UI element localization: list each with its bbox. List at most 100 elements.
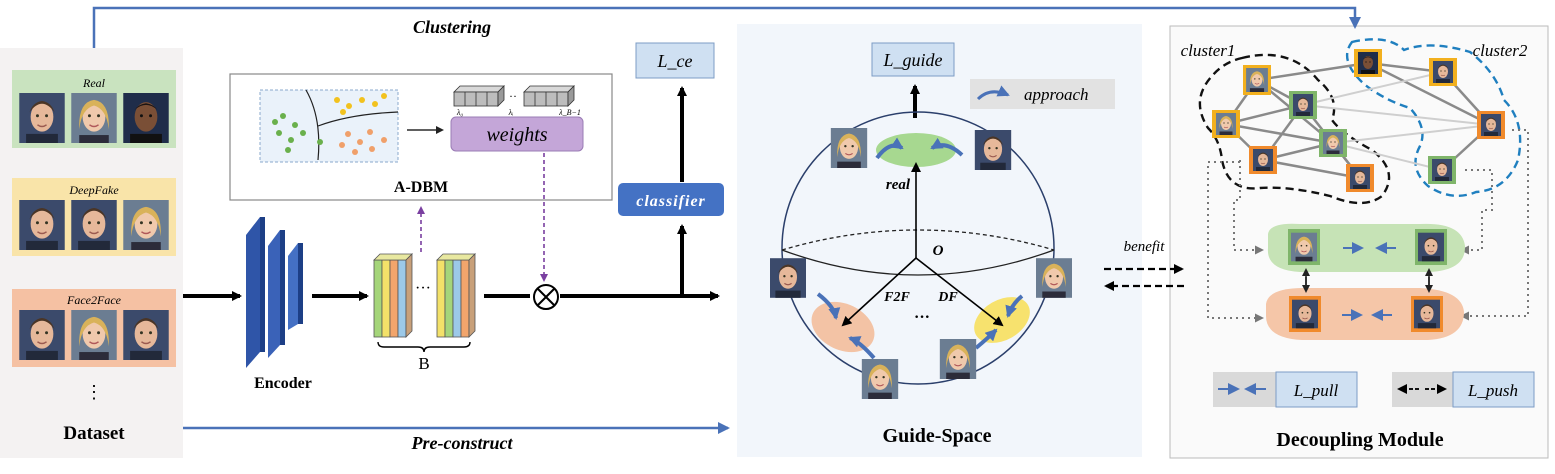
origin-label: O: [933, 243, 944, 259]
face-image: [18, 200, 66, 250]
vector-f2f: [841, 257, 917, 327]
graph-node-green: [1289, 91, 1317, 119]
clustering-label: Clustering: [413, 17, 491, 37]
face-image: [70, 310, 118, 360]
feature-ellipsis: ···: [415, 280, 431, 297]
graph-node-green: [1319, 129, 1347, 157]
graph-node-orange: [1243, 65, 1271, 95]
pull-legend-box: [1275, 371, 1358, 408]
dataset-ellipsis: ⋮: [85, 382, 103, 402]
f2f-label: F2F: [883, 290, 910, 305]
face-image: [939, 339, 977, 379]
lambda-vector-left: [453, 85, 505, 107]
cluster-points-green: [272, 113, 323, 153]
graph-node-orange: [1477, 111, 1505, 139]
face-image: [1036, 258, 1072, 298]
cluster-points-yellow: [334, 93, 387, 115]
face-image: [122, 200, 170, 250]
dataset-group-real: Real: [12, 70, 176, 148]
approach-arrow: [930, 137, 964, 157]
lambda-label-last: λ_B−1: [558, 108, 581, 117]
encoder-label: Encoder: [254, 375, 312, 392]
loss-ce-box: [635, 42, 715, 79]
guide-space-title: Guide-Space: [883, 425, 992, 447]
graph-node-orange: [1411, 296, 1443, 332]
approach-arrow: [875, 137, 904, 160]
connector-to-real-group: [1460, 169, 1493, 255]
guide-ellipsis: ···: [914, 309, 930, 326]
face-image: [122, 310, 170, 360]
lambda-vector-right: [523, 85, 575, 107]
classifier-box: [618, 183, 724, 216]
face-image: [830, 128, 868, 168]
benefit-label: benefit: [1124, 239, 1166, 255]
approach-legend: [970, 79, 1115, 109]
df-label: DF: [937, 290, 958, 305]
approach-arrow: [848, 336, 876, 360]
push-legend-label: L_push: [1467, 381, 1518, 400]
feature-stack-right: [436, 253, 476, 338]
feature-brace: [377, 341, 471, 353]
approach-legend-icon: [976, 85, 1010, 101]
face-image: [123, 93, 169, 143]
graph-node-green: [1428, 156, 1456, 184]
approach-arrow: [1005, 294, 1024, 318]
classifier-label: classifier: [636, 193, 706, 210]
graph-node-yellow: [1429, 58, 1457, 86]
adbm-cluster-plot: [259, 89, 399, 163]
face-image: [770, 258, 806, 298]
graph-node-orange: [1249, 146, 1277, 174]
face-image: [70, 200, 118, 250]
cluster2-outline: [1345, 38, 1522, 198]
dataset-deepfake-label: DeepFake: [68, 183, 119, 197]
dataset-title: Dataset: [63, 423, 125, 444]
dataset-real-label: Real: [82, 76, 106, 90]
pre-construct-label: Pre-construct: [411, 433, 514, 453]
lambda-label-i: λᵢ: [508, 108, 514, 117]
cluster1-outline: [1198, 53, 1391, 205]
connector-to-fake-group: [1460, 129, 1529, 321]
feature-brace-label: B: [418, 354, 429, 373]
connector-to-fake-group: [1207, 161, 1264, 323]
encoder-block: [246, 217, 303, 368]
lambda-ellipsis: ··: [509, 89, 517, 103]
feature-stack-left: [373, 253, 413, 338]
cluster-points-orange: [339, 129, 387, 155]
dataset-face2face-label: Face2Face: [66, 293, 122, 307]
cluster2-label: cluster2: [1473, 41, 1528, 60]
loss-guide-box: [871, 42, 955, 77]
clustering-arrow: [92, 6, 1361, 48]
face-image: [18, 310, 66, 360]
weights-box: [450, 116, 584, 152]
face-image: [974, 130, 1012, 170]
approach-arrow: [816, 292, 841, 320]
adbm-title: A-DBM: [394, 179, 448, 196]
guide-sphere: [781, 111, 1055, 385]
real-region: [876, 133, 956, 167]
loss-guide-label: L_guide: [882, 50, 942, 70]
pull-legend-label: L_pull: [1293, 381, 1339, 400]
decoupling-title: Decoupling Module: [1276, 429, 1443, 451]
cluster1-label: cluster1: [1181, 41, 1236, 60]
graph-node-green: [1288, 229, 1320, 265]
graph-node-orange: [1346, 164, 1374, 192]
push-legend-box: [1452, 371, 1535, 408]
face-image: [70, 93, 118, 143]
vector-df: [915, 257, 1004, 327]
cluster-boundary: [305, 89, 320, 161]
multiply-operator: [533, 284, 559, 310]
approach-legend-label: approach: [1024, 85, 1089, 104]
dataset-group-face2face: Face2Face: [12, 289, 176, 367]
approach-arrow: [974, 328, 998, 350]
cluster-boundary: [317, 111, 399, 127]
graph-node-green: [1415, 229, 1447, 265]
graph-node-orange: [1289, 296, 1321, 332]
real-label: real: [886, 177, 911, 193]
face-image: [861, 359, 899, 399]
dataset-group-deepfake: DeepFake: [12, 178, 176, 256]
face-image: [18, 93, 66, 143]
sphere-equator-front: [781, 249, 1055, 276]
sphere-equator-back: [781, 229, 1055, 251]
loss-ce-label: L_ce: [657, 51, 693, 71]
